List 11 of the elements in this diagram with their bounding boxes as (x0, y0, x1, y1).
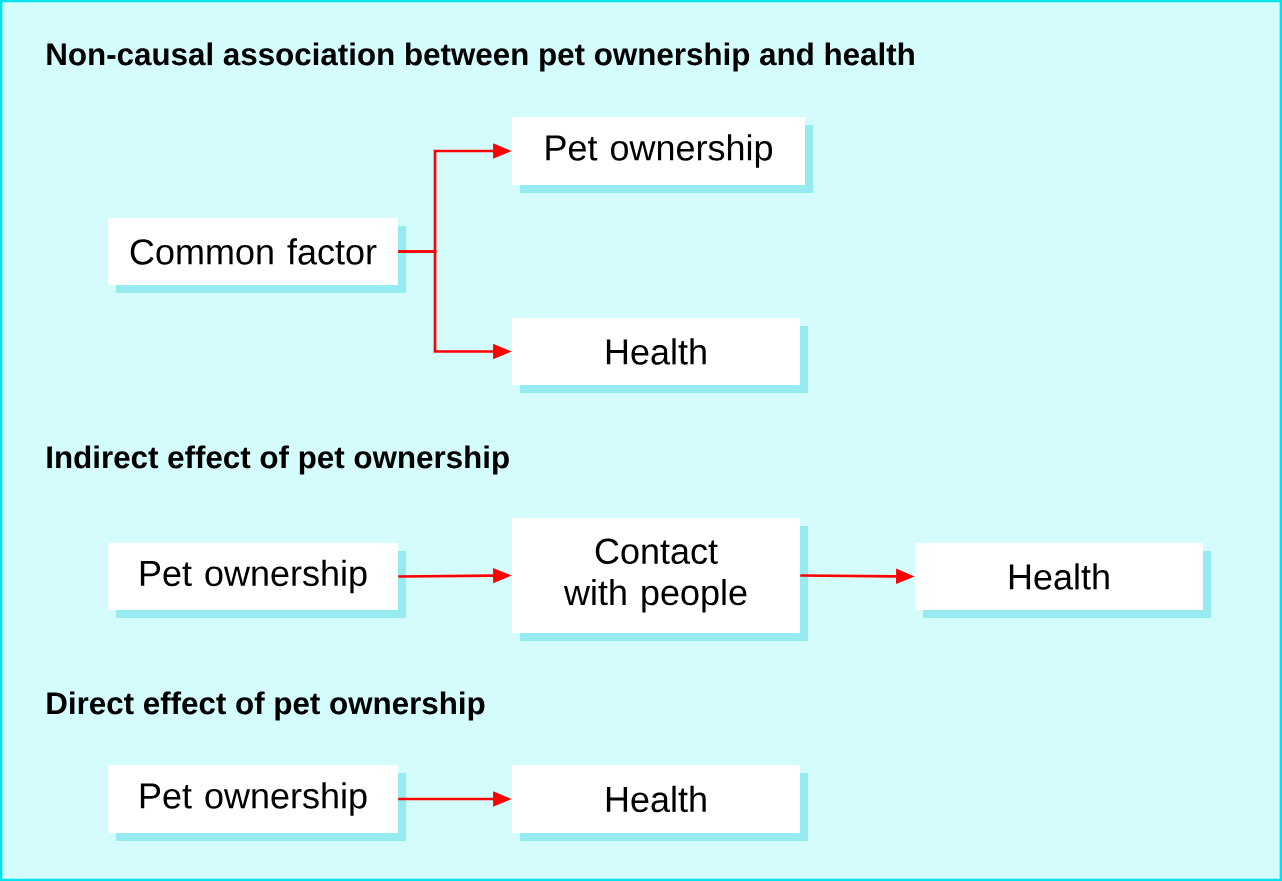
text-box: Health (915, 543, 1211, 618)
section-heading: Non-causal association between pet ownership and health (47, 42, 914, 72)
section-heading: Direct effect of pet ownership (47, 691, 485, 721)
section-heading: Indirect effect of pet ownership (47, 445, 509, 475)
text-box: Health (512, 318, 808, 393)
text-box: Common factor (108, 218, 406, 293)
text-box: Pet ownership (108, 543, 406, 618)
text-box: Contact with people (512, 518, 808, 641)
text-box: Pet ownership (108, 765, 406, 841)
text-box: Pet ownership (512, 117, 813, 193)
text-box: Health (512, 765, 808, 841)
